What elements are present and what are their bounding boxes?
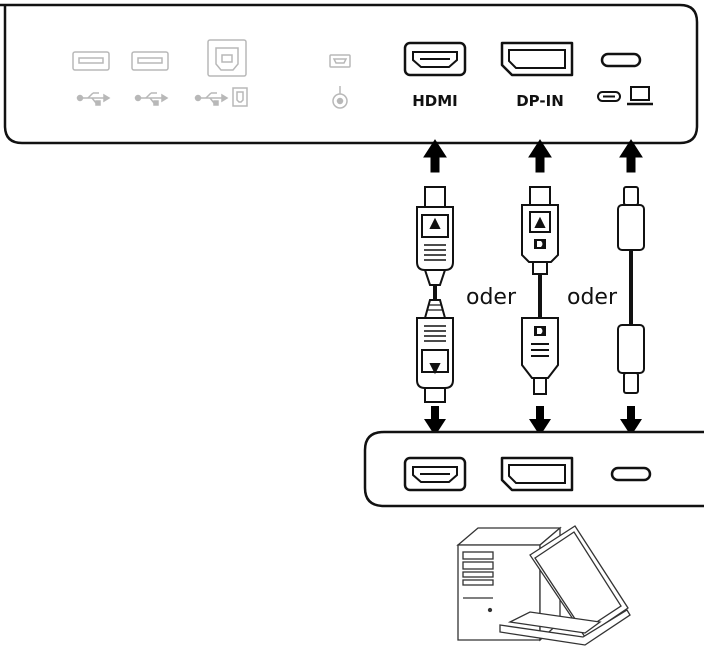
usb-b-upstream-icon [194,87,248,107]
usb-c-laptop-icon [597,86,653,106]
computer-usb-c-port [610,466,652,482]
or-separator-2: oder [567,285,618,310]
usb-a-port-1 [72,51,110,71]
arrow-down-icon [529,406,551,436]
usb-icon [76,92,111,106]
usb-a-port-2 [131,51,169,71]
computer-port-panel [363,430,704,508]
hdmi-port [403,41,467,77]
arrow-up-icon [528,139,552,173]
laptop-icon [499,525,631,646]
usb-icon [134,92,169,106]
computer-displayport-port [500,456,574,492]
usb-b-port [207,39,247,77]
hdmi-cable [416,186,454,403]
displayport-cable [521,186,559,395]
arrow-down-icon [424,406,446,436]
hdmi-label: HDMI [412,92,458,110]
headphone-jack-icon [332,86,348,109]
service-port [329,54,351,68]
arrow-up-icon [423,139,447,173]
arrow-down-icon [620,406,642,436]
arrow-up-icon [619,139,643,173]
computer-hdmi-port [403,456,467,492]
monitor-port-panel [0,3,699,145]
or-separator-1: oder [466,285,517,310]
displayport-port [500,41,574,77]
usb-c-port [600,52,642,68]
usb-c-cable [617,186,645,394]
dp-in-label: DP-IN [516,92,564,110]
